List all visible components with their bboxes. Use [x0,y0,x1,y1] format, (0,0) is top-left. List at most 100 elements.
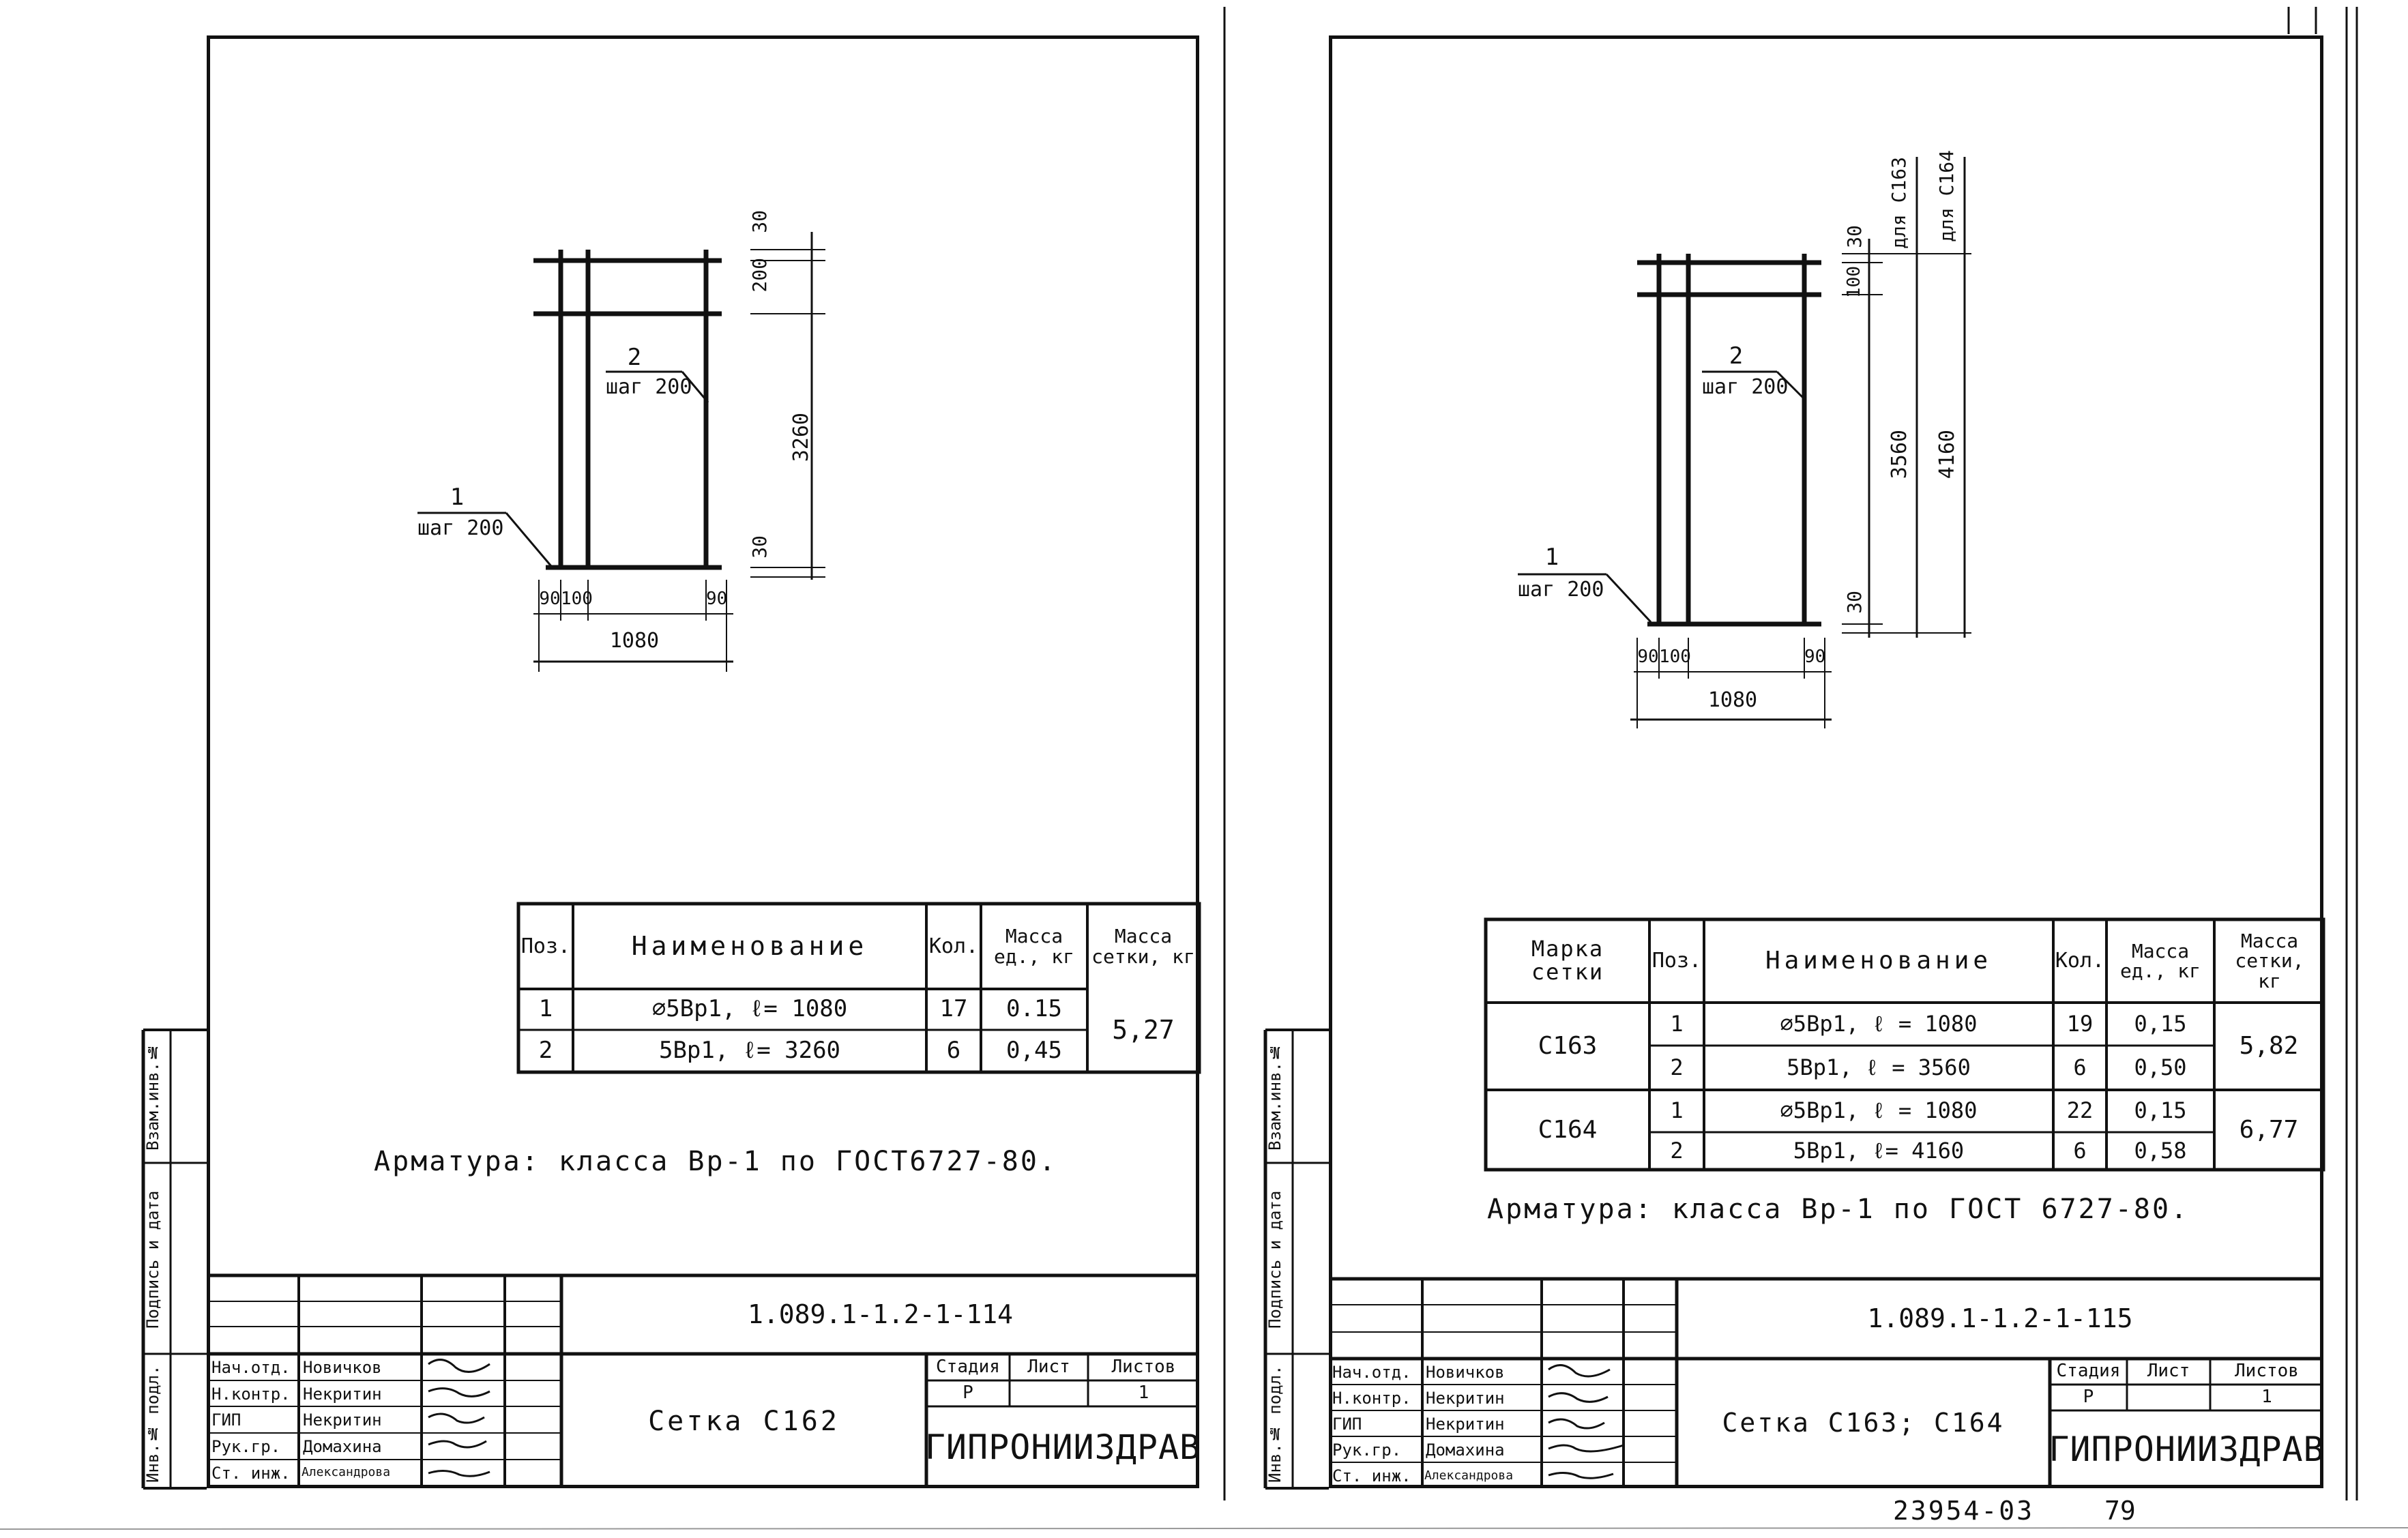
sheet1-dim-w90b: 90 [706,589,728,609]
sheet1-step1-label: шаг 200 [417,516,504,540]
sheet1-step2-label: шаг 200 [606,375,692,399]
sheet2-c164-row2-qty: 6 [2073,1137,2087,1164]
sheet2-drawing-title: Сетка С163; С164 [1722,1408,2005,1438]
sheet2-th-pos: Поз. [1651,949,1702,973]
sheet2-c164-row1-unit-mass: 0,15 [2134,1097,2187,1124]
sheet1-row2-qty: 6 [946,1037,961,1065]
sheet1-row1-unit-mass: 0.15 [1006,995,1062,1023]
sheet2-role-1: Нач.отд. [1332,1363,1411,1382]
sheet2-pos1-label: 1 [1544,544,1559,571]
sheet2-side-signature-label: Подпись и дата [1265,1190,1284,1329]
sheet2-c164-row1-pos: 1 [1670,1097,1684,1124]
sheet1-dim-width: 1080 [609,629,660,653]
sheet2-c164-row2-unit-mass: 0,58 [2134,1137,2187,1164]
sheet2-c164-row2-name: 5Вр1, ℓ= 4160 [1793,1137,1965,1164]
sheet1-document-code: 1.089.1-1.2-1-114 [748,1299,1013,1329]
sheet2-th-mesh-mass: Масса сетки, кг [2235,929,2304,992]
sheet1-th-name: Наименование [631,930,868,961]
sheet1-th-pos: Поз. [520,934,571,958]
sheet2-dim-top30: 30 [1843,225,1866,248]
sheet2-archive-number: 23954-03 [1893,1496,2035,1526]
sheet1-reinforcement-note: Арматура: класса Вр-1 по ГОСТ6727-80. [374,1146,1058,1177]
sheet2-c164-row2-pos: 2 [1670,1137,1684,1164]
sheet2-dim-4160: 4160 [1935,430,1959,479]
sheet2-role-2: Н.контр. [1332,1389,1411,1408]
sheet2-th-unit-mass: Масса ед., кг [2119,939,2201,982]
sheet1-total-mass: 5,27 [1112,1015,1175,1046]
sheet2-mark-c164: С164 [1538,1115,1598,1144]
sheet1-dim-top200: 200 [748,258,771,293]
sheet2-dim-for-c164: для С164 [1935,150,1958,242]
sheet2-sheets-header: Листов [2235,1361,2299,1382]
sheet2-c163-total: 5,82 [2239,1032,2299,1061]
sheet1-th-unit-mass: Масса ед., кг [993,925,1074,968]
sheet2-dim-w100: 100 [1659,647,1691,667]
sheet1-organization: ГИПРОНИИЗДРАВ [924,1427,1201,1467]
sheet2-c164-row1-name: ⌀5Вр1, ℓ = 1080 [1780,1097,1978,1124]
sheet2-document-code: 1.089.1-1.2-1-115 [1867,1303,2133,1333]
sheet2-dim-w90a: 90 [1637,647,1659,667]
sheet2-c163-row2-pos: 2 [1670,1054,1684,1080]
sheet1-stage-header: Стадия [936,1356,1000,1377]
sheet1-pos2-label: 2 [627,344,642,371]
sheet2-frame [1329,35,2323,1488]
sheet2-dim-bottom30: 30 [1843,591,1866,614]
sheet1-dim-bottom30: 30 [748,535,771,559]
sheet1-side-inv-label: Инв.№ подл. [143,1365,162,1483]
sheet2-pos2-label: 2 [1729,342,1744,370]
sheet1-row1-name: ⌀5Вр1, ℓ= 1080 [651,995,848,1023]
sheet1-role-5: Ст. инж. [211,1464,291,1483]
sheet1-row2-name: 5Вр1, ℓ= 3260 [658,1037,841,1065]
sheet2-side-inv-label: Инв.№ подл. [1265,1365,1284,1483]
sheet2-stage-header: Стадия [2056,1361,2121,1382]
sheet1-name-3: Некритин [303,1410,382,1430]
sheet2-th-mark: Марка сетки [1531,936,1604,985]
sheet2-dim-for-c163: для С163 [1888,157,1910,249]
sheet2-dim-width: 1080 [1707,688,1758,712]
sheet2-role-4: Рук.гр. [1332,1440,1402,1460]
sheet2-step1-label: шаг 200 [1518,578,1604,602]
sheet1-role-1: Нач.отд. [211,1358,291,1377]
sheet2-c163-row1-unit-mass: 0,15 [2134,1010,2187,1037]
sheet1-name-5: Александрова [302,1465,391,1479]
sheet2-name-4: Домахина [1426,1440,1505,1460]
sheet1-pos1-label: 1 [450,484,465,511]
sheet2-reinforcement-note: Арматура: класса Вр-1 по ГОСТ 6727-80. [1487,1194,2190,1225]
sheet2-role-3: ГИП [1332,1415,1362,1434]
sheet2-side-replace-label: Взам.инв.№ [1265,1042,1284,1151]
sheet1-side-signature-label: Подпись и дата [143,1190,162,1329]
sheet2-c164-row1-qty: 22 [2066,1097,2094,1124]
sheet2-name-1: Новичков [1426,1363,1505,1382]
sheet1-th-mesh-mass: Масса сетки, кг [1091,925,1195,968]
sheet1-role-4: Рук.гр. [211,1437,281,1456]
sheet2-c163-row2-name: 5Вр1, ℓ = 3560 [1787,1054,1971,1080]
sheet1-role-3: ГИП [211,1410,241,1430]
sheet1-dim-total: 3260 [789,413,813,462]
sheet1-name-1: Новичков [303,1358,382,1377]
sheet2-step2-label: шаг 200 [1702,375,1789,399]
sheet2-sheet-header: Лист [2147,1361,2190,1382]
sheet1-sheet-header: Лист [1027,1356,1070,1377]
sheet2-dim-top100: 100 [1844,266,1864,298]
sheet2-c164-total: 6,77 [2239,1115,2299,1144]
sheet2-name-2: Некритин [1426,1389,1505,1408]
sheet2-th-name: Наименование [1765,947,1993,975]
sheet2-c163-row1-pos: 1 [1670,1010,1684,1037]
sheet1-row2-unit-mass: 0,45 [1006,1037,1062,1065]
sheet1-side-replace-label: Взам.инв.№ [143,1042,162,1151]
sheet1-drawing-title: Сетка С162 [648,1405,840,1437]
sheet1-stage-value: Р [963,1382,973,1404]
sheet1-frame [207,35,1199,1488]
sheet2-name-5: Александрова [1424,1468,1514,1483]
sheet2-c163-row1-name: ⌀5Вр1, ℓ = 1080 [1780,1010,1978,1037]
sheet2-role-5: Ст. инж. [1332,1466,1411,1485]
sheet2-c163-row2-unit-mass: 0,50 [2134,1054,2187,1080]
sheet1-sheets-header: Листов [1111,1356,1176,1377]
sheet2-dim-3560: 3560 [1888,430,1911,479]
sheet1-role-2: Н.контр. [211,1385,291,1404]
sheet2-c163-row1-qty: 19 [2066,1010,2094,1037]
sheet1-row2-pos: 2 [538,1037,553,1065]
sheet2-organization: ГИПРОНИИЗДРАВ [2049,1429,2325,1469]
sheet2-th-qty: Кол. [2055,949,2105,973]
